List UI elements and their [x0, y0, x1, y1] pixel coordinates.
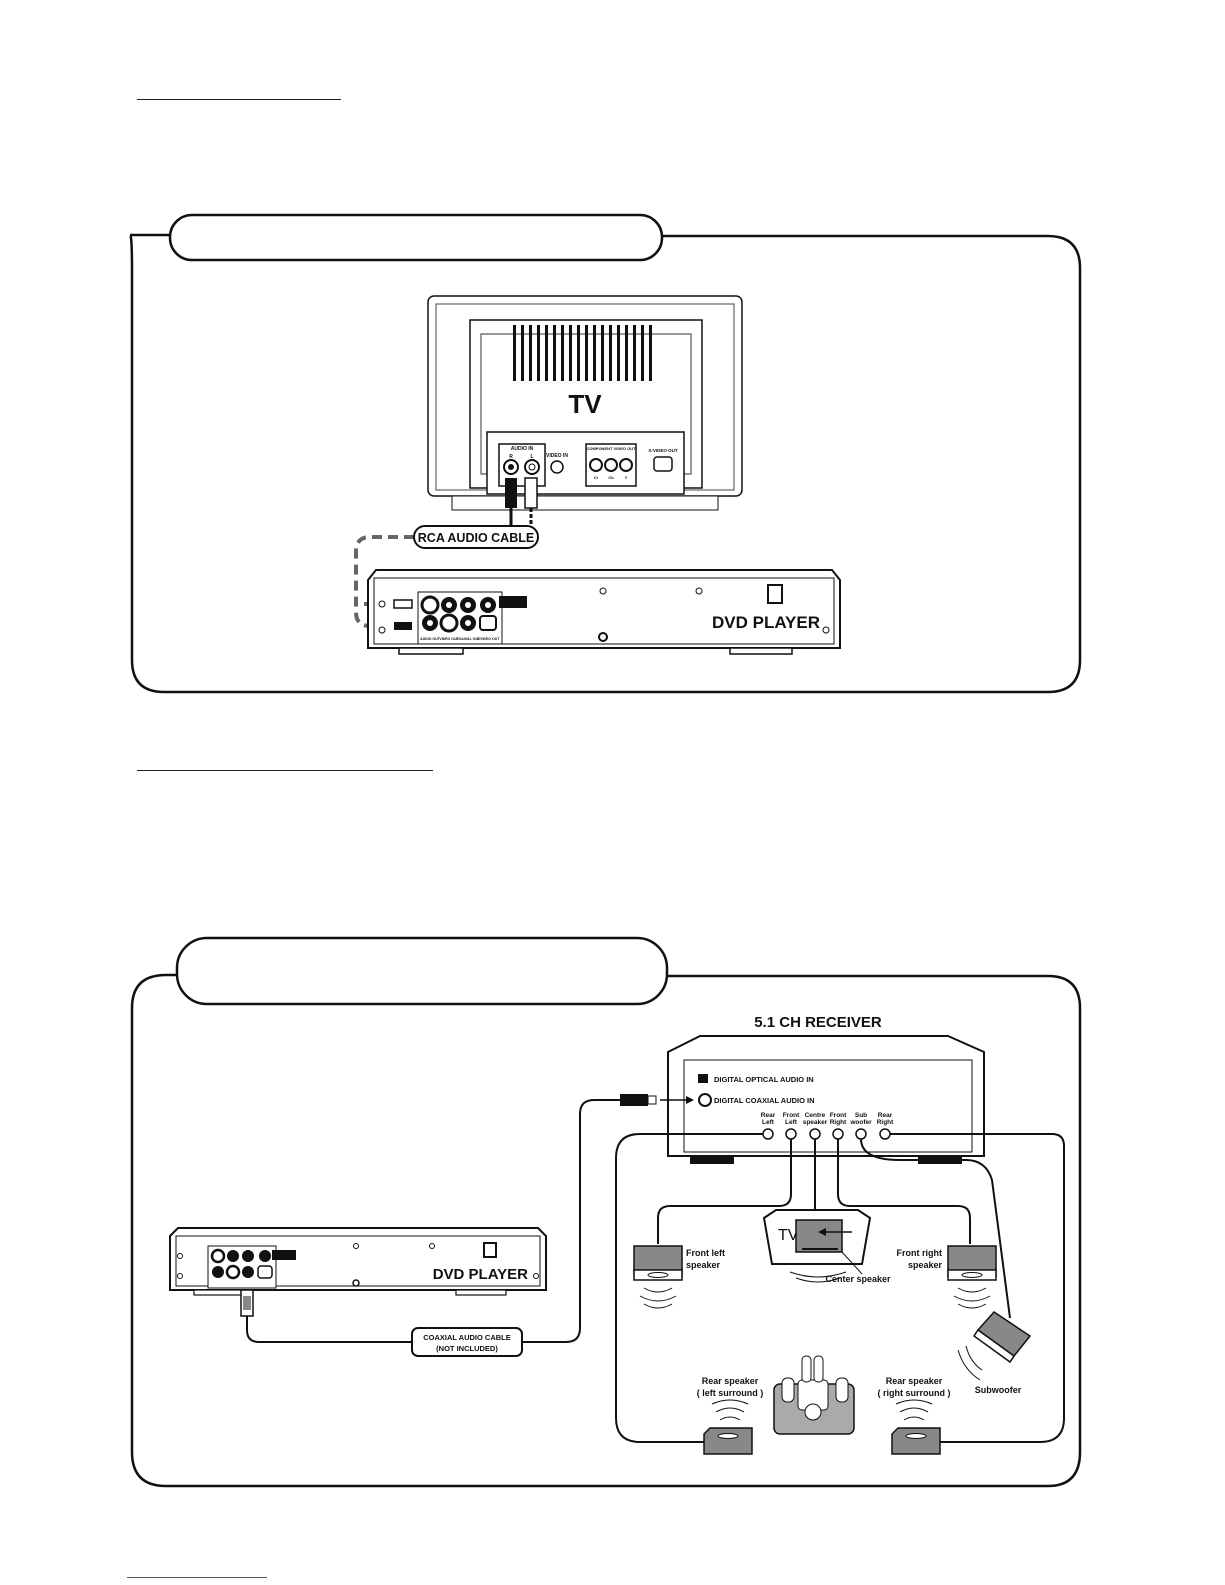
- dvd-player-label-2: DVD PLAYER: [433, 1266, 528, 1283]
- svg-text:( left surround ): ( left surround ): [697, 1388, 764, 1398]
- svg-text:Front: Front: [783, 1112, 800, 1119]
- svg-text:Sub: Sub: [855, 1112, 867, 1119]
- svg-text:S-VIDEO OUT: S-VIDEO OUT: [477, 637, 501, 641]
- svg-text:speaker: speaker: [908, 1260, 943, 1270]
- svg-text:speaker: speaker: [686, 1260, 721, 1270]
- coaxial-audio-cable: COAXIAL AUDIO CABLE (NOT INCLUDED): [240, 1094, 694, 1357]
- svg-text:COAXIAL AUDIO CABLE: COAXIAL AUDIO CABLE: [423, 1333, 511, 1342]
- rca-cable-label: RCA AUDIO CABLE: [418, 531, 534, 545]
- dvd-player-label-1: DVD PLAYER: [712, 613, 820, 632]
- tv-label: TV: [568, 389, 602, 419]
- dvd-player-back-2: DVD PLAYER: [169, 1227, 547, 1296]
- svg-text:woofer: woofer: [849, 1119, 872, 1126]
- tv-audio-in-label: AUDIO IN: [511, 446, 534, 452]
- svg-text:S-VIDEO OUT: S-VIDEO OUT: [648, 448, 678, 453]
- svg-text:AUDIO OUT: AUDIO OUT: [420, 637, 441, 641]
- svg-text:VIDEO IN: VIDEO IN: [546, 453, 568, 459]
- tv-back-panel: TV AUDIO IN R L VIDEO IN COMPONENT VIDEO…: [427, 295, 743, 511]
- diagram-2-title-tab: [175, 936, 669, 1006]
- svg-text:Front right: Front right: [897, 1248, 943, 1258]
- svg-text:speaker: speaker: [803, 1119, 828, 1126]
- rear-left-speaker: Rear speaker ( left surround ): [697, 1376, 764, 1455]
- svg-text:Rear speaker: Rear speaker: [886, 1376, 943, 1386]
- section-2-heading-rule: [137, 770, 433, 771]
- receiver-title: 5.1 CH RECEIVER: [754, 1014, 882, 1031]
- svg-text:(NOT INCLUDED): (NOT INCLUDED): [436, 1344, 498, 1353]
- svg-text:DIGITAL OPTICAL AUDIO IN: DIGITAL OPTICAL AUDIO IN: [714, 1075, 814, 1084]
- svg-text:Cr: Cr: [594, 475, 599, 480]
- center-speaker: [795, 1219, 843, 1253]
- front-left-speaker: Front left speaker: [633, 1245, 725, 1309]
- svg-text:Rear: Rear: [761, 1112, 776, 1119]
- section-1-heading-rule: [137, 99, 341, 100]
- svg-text:( right surround ): ( right surround ): [878, 1388, 951, 1398]
- svg-text:Right: Right: [830, 1119, 847, 1126]
- svg-text:DIGITAL COAXIAL AUDIO IN: DIGITAL COAXIAL AUDIO IN: [714, 1096, 815, 1105]
- svg-text:Subwoofer: Subwoofer: [975, 1385, 1022, 1395]
- svg-text:Right: Right: [877, 1119, 894, 1126]
- svg-text:COAXIAL OUT: COAXIAL OUT: [456, 637, 481, 641]
- svg-text:Left: Left: [762, 1119, 775, 1126]
- footer-rule: [127, 1577, 267, 1578]
- diagram-1-frame: [128, 213, 1082, 694]
- front-right-speaker: Front right speaker: [897, 1245, 997, 1309]
- speaker-wiring: [615, 1133, 1065, 1443]
- svg-text:Front left: Front left: [686, 1248, 725, 1258]
- tv-svideo-jack: [653, 456, 673, 472]
- svg-text:Cb: Cb: [608, 475, 614, 480]
- room-tv: TV Center speaker: [762, 1209, 891, 1284]
- svg-text:COMPONENT VIDEO OUT: COMPONENT VIDEO OUT: [586, 446, 636, 451]
- dvd-player-back-1: AUDIO OUT VIDEO OUT COAXIAL OUT S-VIDEO …: [367, 569, 841, 655]
- svg-text:Rear speaker: Rear speaker: [702, 1376, 759, 1386]
- svg-text:Left: Left: [785, 1119, 798, 1126]
- listener-seat: [773, 1355, 855, 1435]
- svg-text:Y: Y: [625, 475, 628, 480]
- svg-text:Centre: Centre: [805, 1112, 826, 1119]
- tv-audio-l-jack: [524, 459, 540, 475]
- svg-text:Rear: Rear: [878, 1112, 893, 1119]
- center-speaker-label: Center speaker: [825, 1274, 891, 1284]
- svg-text:L: L: [530, 454, 533, 460]
- svg-text:R: R: [509, 454, 513, 460]
- rear-right-speaker: Rear speaker ( right surround ): [878, 1376, 951, 1455]
- tv-video-in-jack: [550, 460, 564, 474]
- svg-text:Front: Front: [830, 1112, 847, 1119]
- optical-in-jack: [698, 1074, 708, 1083]
- coaxial-in-jack: [698, 1093, 712, 1107]
- diagram-2-frame: [130, 936, 1082, 1488]
- svg-text:VIDEO OUT: VIDEO OUT: [439, 637, 459, 641]
- tv-vent-grille: [512, 325, 656, 381]
- diagram-1-title-tab: [168, 213, 664, 262]
- receiver: 5.1 CH RECEIVER DIGITAL OPTICAL AUDIO IN…: [667, 1014, 985, 1164]
- room-tv-label: TV: [778, 1227, 799, 1244]
- subwoofer: Subwoofer: [957, 1311, 1032, 1395]
